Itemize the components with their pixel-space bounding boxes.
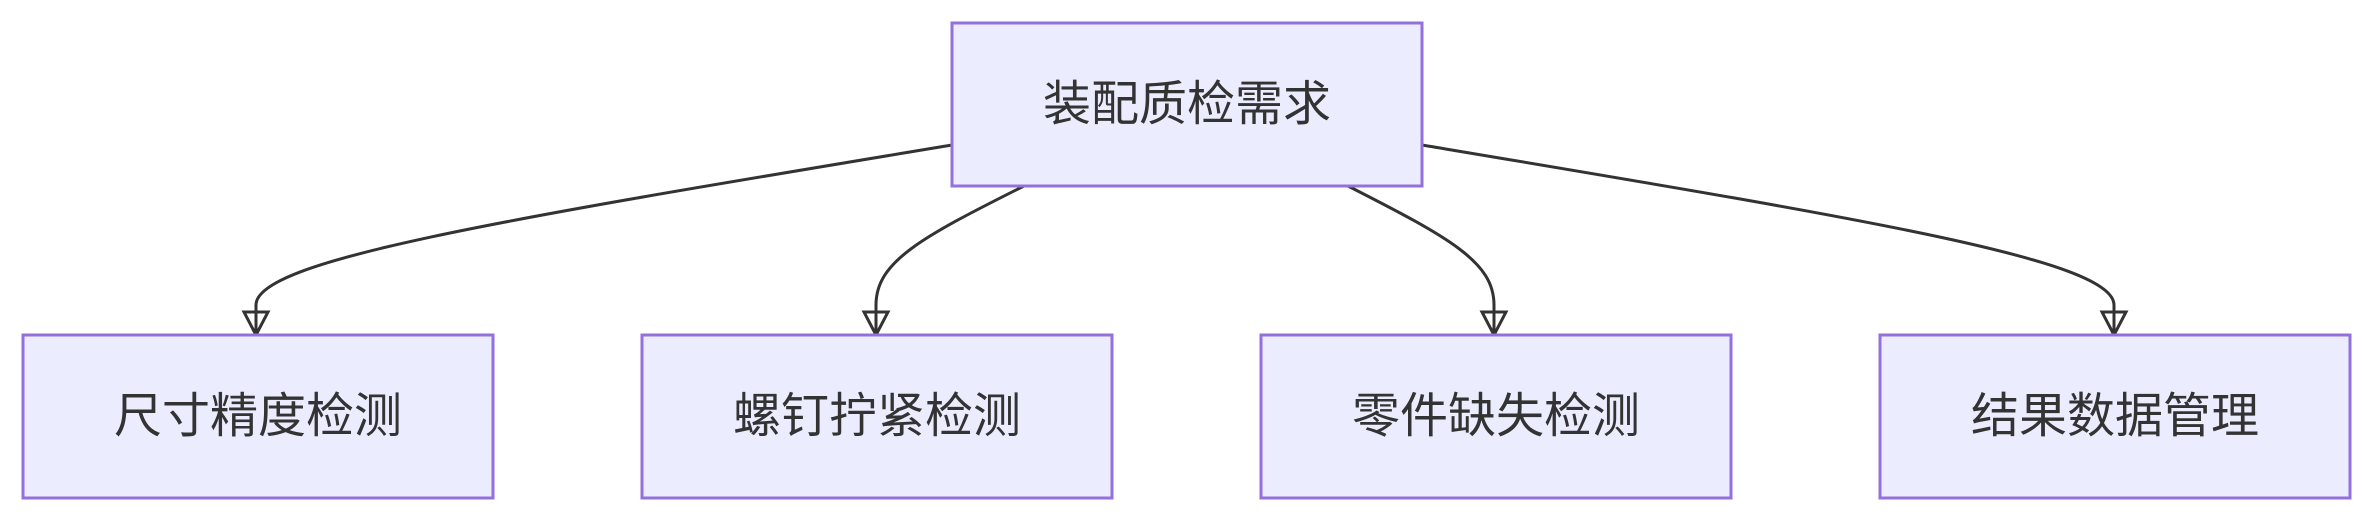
edge-root-to-missing xyxy=(1347,184,1509,339)
child-node-label: 尺寸精度检测 xyxy=(114,388,402,444)
child-node-dimension: 尺寸精度检测 xyxy=(21,333,495,500)
edge-root-to-data xyxy=(1421,143,2129,339)
child-node-data-management: 结果数据管理 xyxy=(1878,333,2352,500)
child-node-label: 零件缺失检测 xyxy=(1352,388,1640,444)
root-node: 装配质检需求 xyxy=(950,21,1424,188)
child-node-label: 螺钉拧紧检测 xyxy=(733,388,1021,444)
edge-root-to-screw xyxy=(861,184,1025,339)
child-node-label: 结果数据管理 xyxy=(1971,388,2259,444)
child-node-missing-part: 零件缺失检测 xyxy=(1259,333,1733,500)
child-node-screw: 螺钉拧紧检测 xyxy=(640,333,1114,500)
edge-root-to-dimension xyxy=(241,143,953,339)
root-node-label: 装配质检需求 xyxy=(1043,76,1331,132)
